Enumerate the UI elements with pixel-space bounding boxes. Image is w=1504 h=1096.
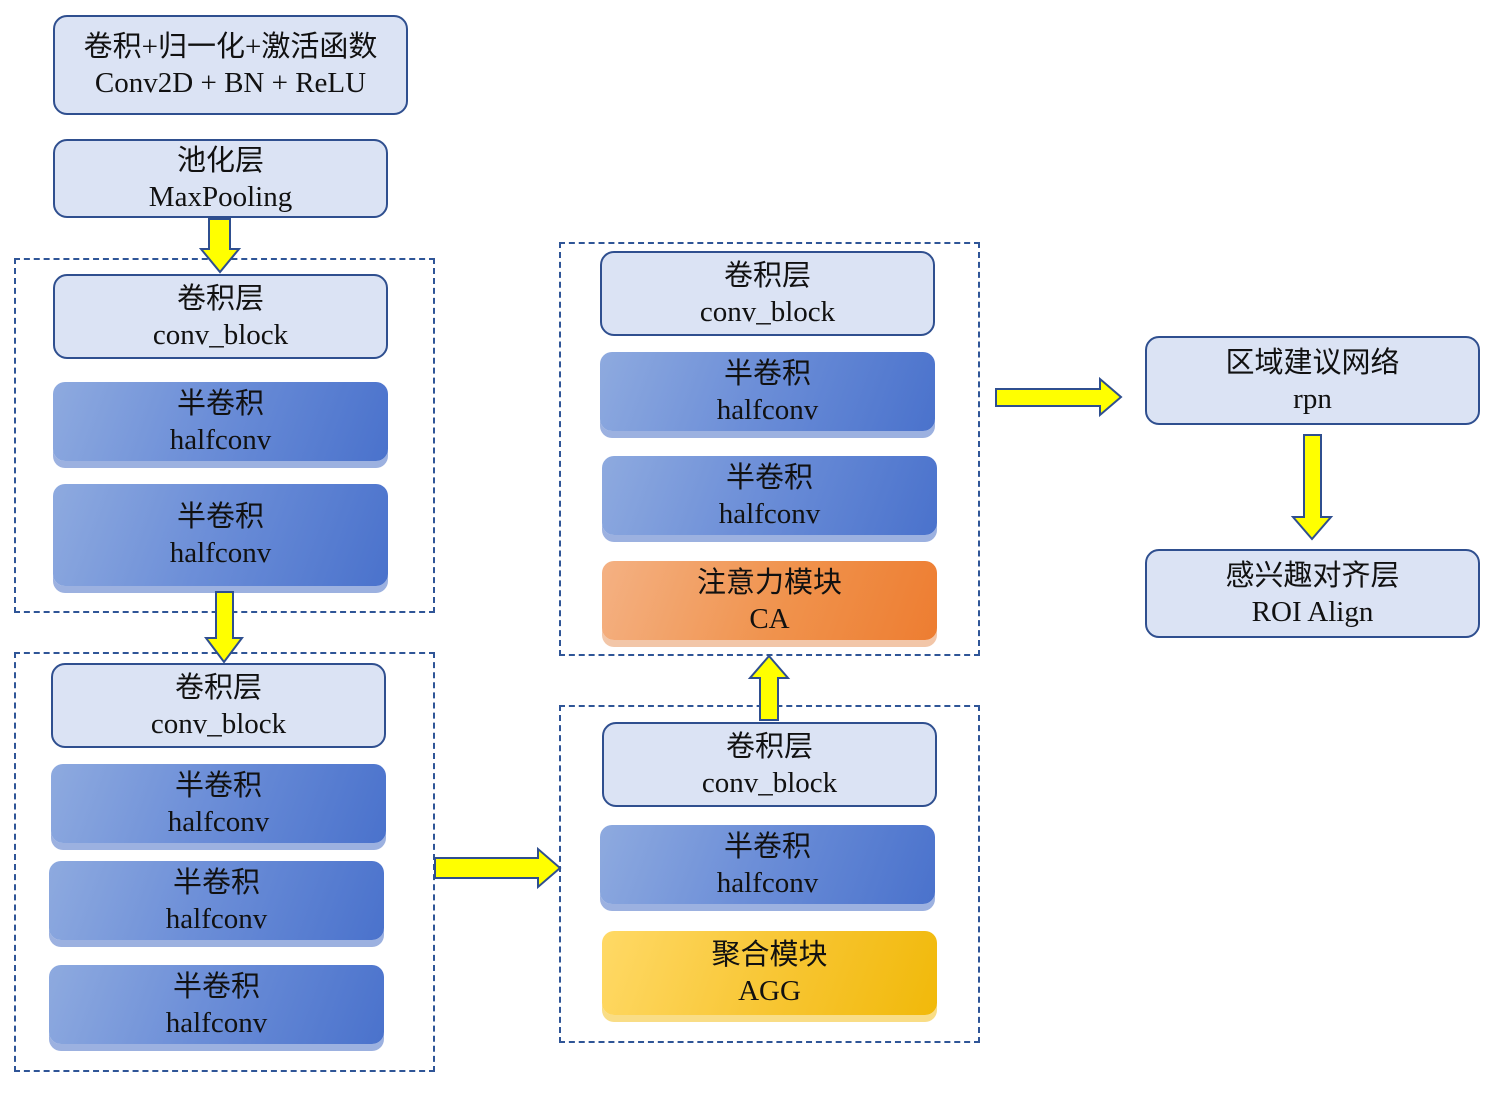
stage-2-conv-block: 卷积层 conv_block: [51, 663, 386, 748]
stage-1-conv-block: 卷积层 conv_block: [53, 274, 388, 359]
attention-module-block: 注意力模块 CA: [602, 561, 937, 640]
block-en-label: halfconv: [716, 866, 819, 899]
roi-align-block: 感兴趣对齐层 ROI Align: [1145, 549, 1480, 638]
stage-2-halfconv-block-1: 半卷积 halfconv: [51, 764, 386, 843]
stage-3-conv-block: 卷积层 conv_block: [602, 722, 937, 807]
stage-2-halfconv-block-2: 半卷积 halfconv: [49, 861, 384, 940]
stem-conv-block: 卷积+归一化+激活函数 Conv2D + BN + ReLU: [53, 15, 408, 115]
arrow-right-icon: [434, 846, 562, 890]
block-en-label: halfconv: [718, 497, 821, 530]
block-en-label: CA: [749, 602, 790, 635]
arrow-down-icon: [1290, 434, 1334, 541]
pooling-block: 池化层 MaxPooling: [53, 139, 388, 218]
block-zh-label: 感兴趣对齐层: [1225, 559, 1400, 592]
stage-3-halfconv-block: 半卷积 halfconv: [600, 825, 935, 904]
block-en-label: halfconv: [165, 902, 268, 935]
block-en-label: conv_block: [152, 318, 289, 351]
block-zh-label: 卷积层: [174, 671, 262, 704]
stage-4-conv-block: 卷积层 conv_block: [600, 251, 935, 336]
block-zh-label: 半卷积: [723, 830, 811, 863]
stage-4-group: [559, 242, 980, 656]
block-zh-label: 卷积层: [176, 282, 264, 315]
stage-2-halfconv-block-3: 半卷积 halfconv: [49, 965, 384, 1044]
block-zh-label: 半卷积: [176, 501, 264, 533]
aggregation-module-block: 聚合模块 AGG: [602, 931, 937, 1015]
block-en-label: halfconv: [716, 393, 819, 426]
arrow-right-icon: [995, 376, 1123, 418]
block-en-label: halfconv: [167, 805, 270, 838]
stage-4-halfconv-block-2: 半卷积 halfconv: [602, 456, 937, 535]
stage-1-halfconv-block-2: 半卷积 halfconv: [53, 484, 388, 586]
block-zh-label: 半卷积: [172, 970, 260, 1003]
block-en-label: conv_block: [150, 707, 287, 740]
block-zh-label: 聚合模块: [711, 939, 828, 971]
arrow-up-icon: [747, 654, 791, 721]
block-en-label: conv_block: [701, 766, 838, 799]
block-zh-label: 注意力模块: [696, 566, 842, 599]
block-en-label: Conv2D + BN + ReLU: [94, 67, 367, 99]
block-zh-label: 半卷积: [172, 866, 260, 899]
block-en-label: MaxPooling: [148, 180, 293, 213]
block-en-label: halfconv: [169, 423, 272, 456]
block-zh-label: 半卷积: [723, 357, 811, 390]
block-en-label: AGG: [738, 975, 801, 1007]
block-zh-label: 区域建议网络: [1225, 346, 1400, 379]
block-zh-label: 池化层: [176, 144, 264, 177]
arrow-down-icon: [204, 591, 244, 664]
block-en-label: halfconv: [165, 1006, 268, 1039]
block-zh-label: 卷积+归一化+激活函数: [83, 31, 378, 63]
block-zh-label: 半卷积: [176, 387, 264, 420]
block-zh-label: 卷积层: [725, 730, 813, 763]
block-en-label: ROI Align: [1251, 595, 1374, 628]
arrow-down-icon: [198, 218, 242, 274]
stage-1-halfconv-block-1: 半卷积 halfconv: [53, 382, 388, 461]
block-zh-label: 半卷积: [174, 769, 262, 802]
block-en-label: halfconv: [169, 537, 272, 569]
stage-4-halfconv-block-1: 半卷积 halfconv: [600, 352, 935, 431]
rpn-block: 区域建议网络 rpn: [1145, 336, 1480, 425]
block-en-label: conv_block: [699, 295, 836, 328]
block-zh-label: 卷积层: [723, 259, 811, 292]
block-zh-label: 半卷积: [725, 461, 813, 494]
block-en-label: rpn: [1293, 382, 1332, 415]
